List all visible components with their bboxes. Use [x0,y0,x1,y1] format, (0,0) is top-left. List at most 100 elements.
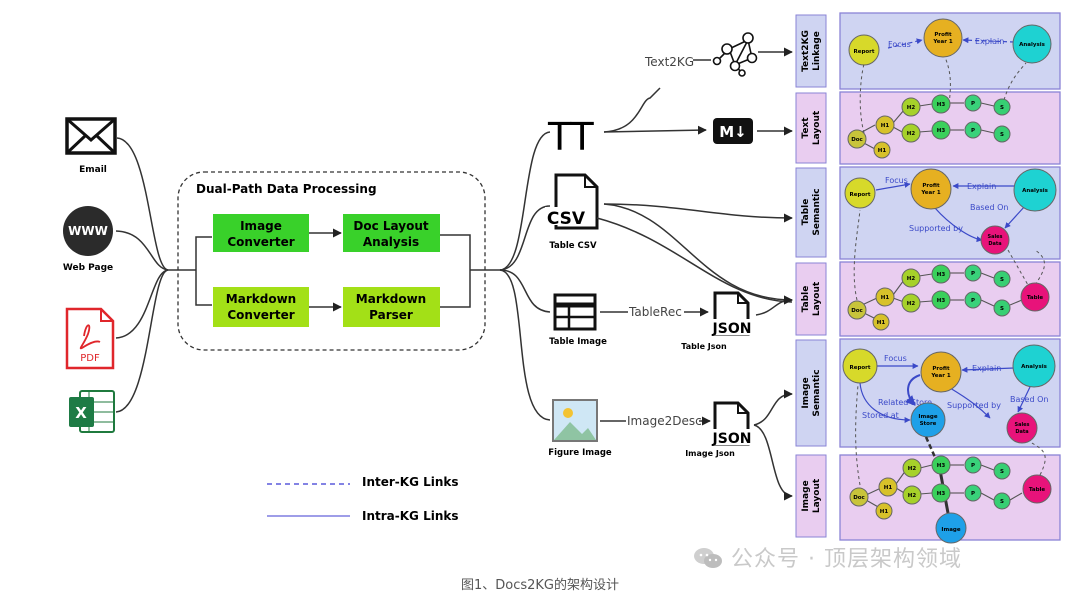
dual-path-processing: Dual-Path Data Processing Image Converte… [177,171,500,351]
node-h1-il [878,477,898,497]
node-p-tl-b [964,291,982,309]
node-p-il [964,456,982,474]
tab-table-semantic [795,167,827,258]
node-p-b [964,121,982,139]
processing-title: Dual-Path Data Processing [196,182,377,196]
picture-landscape-icon [552,399,598,442]
node-s-tl-b [993,299,1011,317]
node-p-il-label: P [971,463,975,469]
source-web-page: WWW Web Page [63,206,113,273]
edge-stored-at-row5: Stored at [862,411,899,420]
node-image-il [935,512,967,544]
node-sales-data-table [980,225,1010,255]
edge-focus-row5: Focus [884,354,907,363]
markdown-icon: M↓ [713,118,753,144]
node-table-tl [1020,282,1050,312]
source-email: Email [65,117,117,175]
node-h3-tl-b [931,290,951,310]
edge-supported-by-row5: Supported by [947,401,1001,410]
node-h2-tl-label: H2 [907,276,916,282]
node-doc [847,129,867,149]
edge-supported-by-row3: Supported by [909,224,963,233]
node-table-tl-label: Table [1027,295,1044,301]
node-h2-b-label: H2 [907,131,916,137]
node-h1-il-b [875,502,893,520]
node-h3-tl-label: H3 [937,272,946,278]
markdown-converter-box [213,287,309,327]
node-analysis-table-label: Analysis [1022,188,1049,194]
node-table-il-label: Table [1029,487,1046,493]
tab-image-layout-line1: Image [801,480,811,511]
node-profit-image-line1: Profit [932,366,950,372]
node-profit-image-line2: Year 1 [930,373,951,379]
tab-text-layout-line2: Layout [812,110,822,145]
node-h3-il-label: H3 [937,463,946,469]
node-doc-il [849,487,869,507]
text-tt-icon: TT [547,115,595,159]
edge-explain-row3: Explain [967,182,996,191]
markdown-converter-line1: Markdown [226,292,296,306]
node-image-il-label: Image [941,527,960,533]
markdown-parser-box [343,287,440,327]
node-doc-tl [847,300,867,320]
node-profit-table [910,168,952,210]
node-analysis-table [1013,168,1057,212]
node-analysis-label: Analysis [1019,42,1046,48]
edge-explain-row5: Explain [972,364,1001,373]
node-s-tl-label: S [1000,277,1004,283]
www-icon-text: WWW [68,224,108,238]
node-h1-tl [875,287,895,307]
node-profit-year1 [923,18,963,58]
tab-table-layout-line2: Layout [812,281,822,316]
tab-text-layout [795,92,827,164]
edge-based-on-row3: Based On [970,203,1008,212]
doc-layout-analysis-box [343,214,440,252]
node-s-il [993,462,1011,480]
node-image-store-line2: Store [920,421,937,427]
edge-label-tablerec: TableRec [628,305,682,319]
node-h1 [875,115,895,135]
node-h2-il-b-label: H2 [908,493,917,499]
node-profit-line1: Profit [934,32,952,38]
output-fan-curves [499,131,551,421]
node-p-tl-label: P [971,271,975,277]
node-s-label: S [1000,105,1004,111]
node-report-table-label: Report [849,192,870,198]
node-h1-il-b-label: H1 [880,509,889,515]
node-h3-b [931,120,951,140]
node-h3-tl [931,264,951,284]
node-doc-label: Doc [851,137,863,143]
node-doc-tl-label: Doc [851,308,863,314]
markdown-converter-line2: Converter [227,308,294,322]
node-analysis-image-label: Analysis [1021,364,1048,370]
markdown-parser-line1: Markdown [356,292,426,306]
node-p-tl-b-label: P [971,298,975,304]
node-h3-il-b [931,483,951,503]
node-s-b-label: S [1000,132,1004,138]
node-h1-tl-b-label: H1 [877,320,886,326]
kg-row-image-semantic: Focus Explain Based On Supported by Rela… [842,344,1056,444]
table-json-output: JSON Table Json [681,291,753,351]
kg-row-table-semantic: Focus Explain Based On Supported by Repo… [844,168,1057,255]
node-h2-tl-b-label: H2 [907,301,916,307]
node-report-image-label: Report [849,365,870,371]
excel-icon-text: X [75,404,87,422]
text-branch-curves [603,87,707,135]
node-h1-b [873,141,891,159]
node-h3-label: H3 [937,102,946,108]
node-s [993,98,1011,116]
legend-intra-label: Intra-KG Links [362,509,459,523]
node-s-il-label: S [1000,469,1004,475]
node-h2-il [902,458,922,478]
figure-image-output: Figure Image [548,399,612,458]
node-p-il-b-label: P [971,491,975,497]
node-h3-b-label: H3 [937,128,946,134]
doc-layout-line2: Analysis [363,235,419,249]
node-s-b [993,125,1011,143]
watermark: 公众号 · 顶层架构领域 [693,541,962,573]
image-json-icon-text: JSON [712,431,752,447]
tab-text-layout-line1: Text [801,117,811,139]
kg-row-text-layout: Doc H1 H1 H2 H2 H3 H3 P P S S [847,56,1027,159]
node-h2-tl [901,268,921,288]
table-json-arrow [755,295,793,316]
